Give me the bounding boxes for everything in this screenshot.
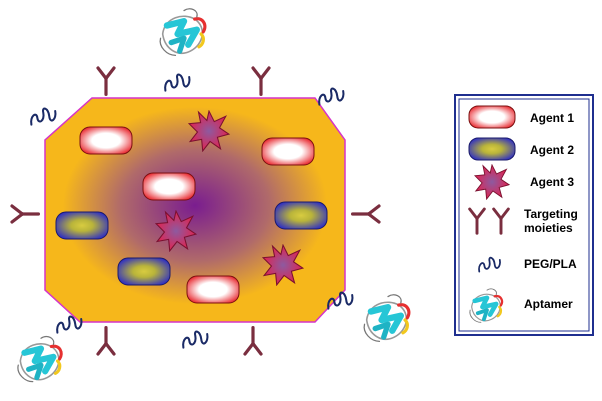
legend: Agent 1 Agent 2 Agent 3 Targeting moieti…: [454, 94, 594, 336]
targeting-moiety: [350, 204, 381, 224]
agent1-pill: [79, 126, 133, 155]
legend-agent2-label: Agent 2: [530, 143, 574, 157]
aptamer-protein: [18, 337, 61, 382]
targeting-moiety: [10, 204, 41, 224]
legend-agent3-label: Agent 3: [530, 175, 574, 189]
targeting-moiety: [251, 66, 271, 97]
legend-agent2-swatch: [468, 137, 516, 161]
aptamer-protein: [364, 295, 409, 342]
targeting-moiety: [243, 325, 263, 356]
legend-peg-label: PEG/PLA: [524, 257, 577, 271]
legend-agent1-swatch: [468, 105, 516, 129]
aptamer-protein: [160, 9, 205, 56]
peg-coil: [164, 73, 191, 92]
agent2-pill: [117, 257, 171, 286]
agent2-particles: [55, 201, 328, 286]
peg-coil: [182, 330, 209, 349]
legend-agent1-label: Agent 1: [530, 111, 574, 125]
targeting-moiety: [96, 325, 116, 356]
agent2-pill: [55, 211, 109, 240]
targeting-moiety: [96, 66, 116, 97]
peg-coil: [30, 107, 57, 126]
legend-targeting-label: Targeting moieties: [524, 207, 581, 235]
legend-targeting-line2: moieties: [524, 221, 573, 235]
legend-frame-inner: [458, 98, 590, 332]
agent1-pill: [142, 172, 196, 201]
legend-targeting-line1: Targeting: [524, 207, 578, 221]
agent2-pill: [274, 201, 328, 230]
peg-coil: [318, 87, 345, 106]
agent1-particles: [79, 126, 315, 304]
agent1-pill: [261, 137, 315, 166]
legend-aptamer-label: Aptamer: [524, 297, 573, 311]
agent1-pill: [186, 275, 240, 304]
